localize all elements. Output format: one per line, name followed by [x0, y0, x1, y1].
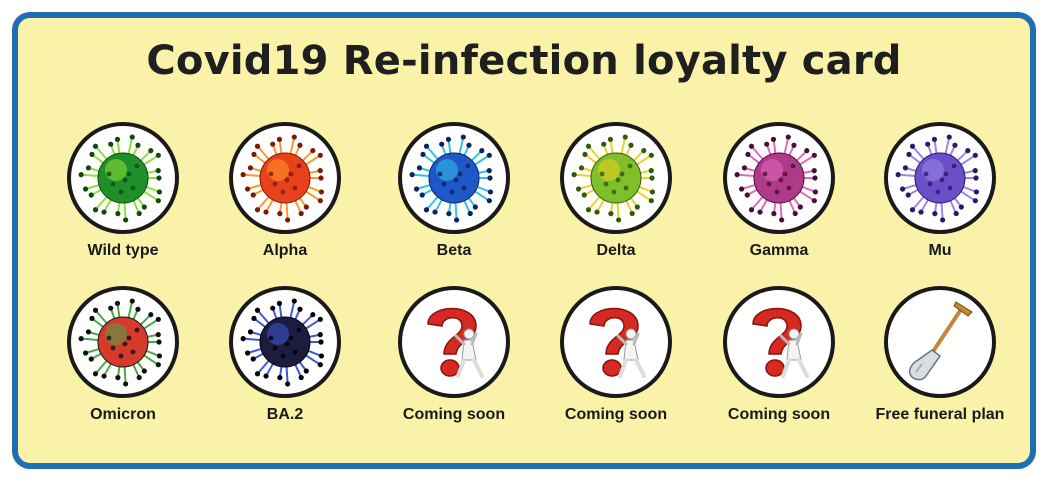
question-mark-person-icon	[427, 307, 484, 378]
virus-icon	[77, 132, 169, 224]
loyalty-card: Covid19 Re-infection loyalty card Wild t…	[12, 12, 1036, 469]
slot-omicron: Omicron	[38, 286, 208, 425]
slot-coming-soon-2: Coming soon	[531, 286, 701, 425]
slot-label: Coming soon	[402, 406, 506, 423]
virus-icon	[239, 296, 331, 388]
slot-beta: Beta	[369, 122, 539, 261]
slot-label: Beta	[436, 242, 472, 259]
stamp-circle	[67, 286, 179, 398]
stamp-circle	[884, 122, 996, 234]
slot-label: Mu	[928, 242, 952, 259]
virus-icon	[239, 132, 331, 224]
card-title: Covid19 Re-infection loyalty card	[146, 38, 902, 84]
stamp-circle	[560, 286, 672, 398]
slot-label: Gamma	[749, 242, 809, 259]
stamp-circle	[723, 286, 835, 398]
slot-label: Delta	[596, 242, 636, 259]
slot-label: Omicron	[90, 406, 156, 423]
slot-gamma: Gamma	[694, 122, 864, 261]
slot-wild-type: Wild type	[38, 122, 208, 261]
slot-ba2: BA.2	[200, 286, 370, 425]
question-mark-person-icon	[752, 307, 809, 378]
slot-coming-soon-1: Coming soon	[369, 286, 539, 425]
slot-delta: Delta	[531, 122, 701, 261]
stamp-circle	[398, 286, 510, 398]
stamp-circle	[723, 122, 835, 234]
stamp-circle	[229, 286, 341, 398]
slot-label: Free funeral plan	[875, 406, 1005, 423]
stamp-circle	[560, 122, 672, 234]
slot-label: Alpha	[262, 242, 308, 259]
slot-mu: Mu	[855, 122, 1025, 261]
virus-icon	[733, 132, 825, 224]
slot-coming-soon-3: Coming soon	[694, 286, 864, 425]
stamp-circle	[398, 122, 510, 234]
stamp-circle	[229, 122, 341, 234]
slot-label: Coming soon	[564, 406, 668, 423]
virus-icon	[408, 132, 500, 224]
virus-icon	[894, 132, 986, 224]
slot-alpha: Alpha	[200, 122, 370, 261]
shovel-icon	[908, 301, 973, 381]
stamp-circle	[884, 286, 996, 398]
virus-icon	[570, 132, 662, 224]
stamp-circle	[67, 122, 179, 234]
slot-label: BA.2	[266, 406, 304, 423]
slot-label: Wild type	[87, 242, 159, 259]
slot-label: Coming soon	[727, 406, 831, 423]
question-mark-person-icon	[589, 307, 646, 378]
slot-free-funeral-plan: Free funeral plan	[855, 286, 1025, 425]
virus-icon	[77, 296, 169, 388]
